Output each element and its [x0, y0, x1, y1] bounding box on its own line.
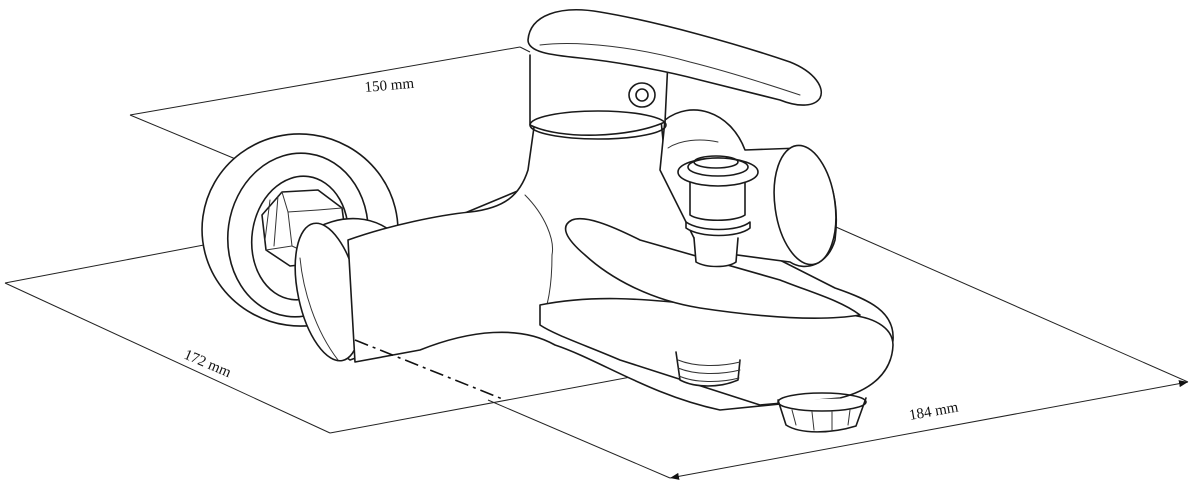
dimension-label-184: 184 mm	[908, 400, 960, 424]
handle-screw	[628, 82, 656, 108]
aerator	[777, 397, 867, 433]
dimension-line-184	[669, 380, 1189, 480]
lever-handle	[527, 9, 822, 140]
dimension-lines	[4, 46, 1189, 480]
extension-line-184-right	[819, 219, 1189, 383]
extension-line-150-left	[129, 114, 251, 166]
extension-line-184-left	[487, 399, 671, 479]
spout	[539, 217, 894, 433]
dimension-label-150: 150 mm	[364, 76, 415, 96]
bottom-thread	[675, 351, 741, 387]
dimension-line-172	[4, 282, 331, 434]
dimension-line-150	[129, 46, 521, 116]
extension-line-150-right	[519, 46, 531, 53]
diverter-housing	[659, 109, 838, 268]
diverter-knob	[667, 139, 759, 268]
extension-line-172-top	[4, 239, 231, 284]
